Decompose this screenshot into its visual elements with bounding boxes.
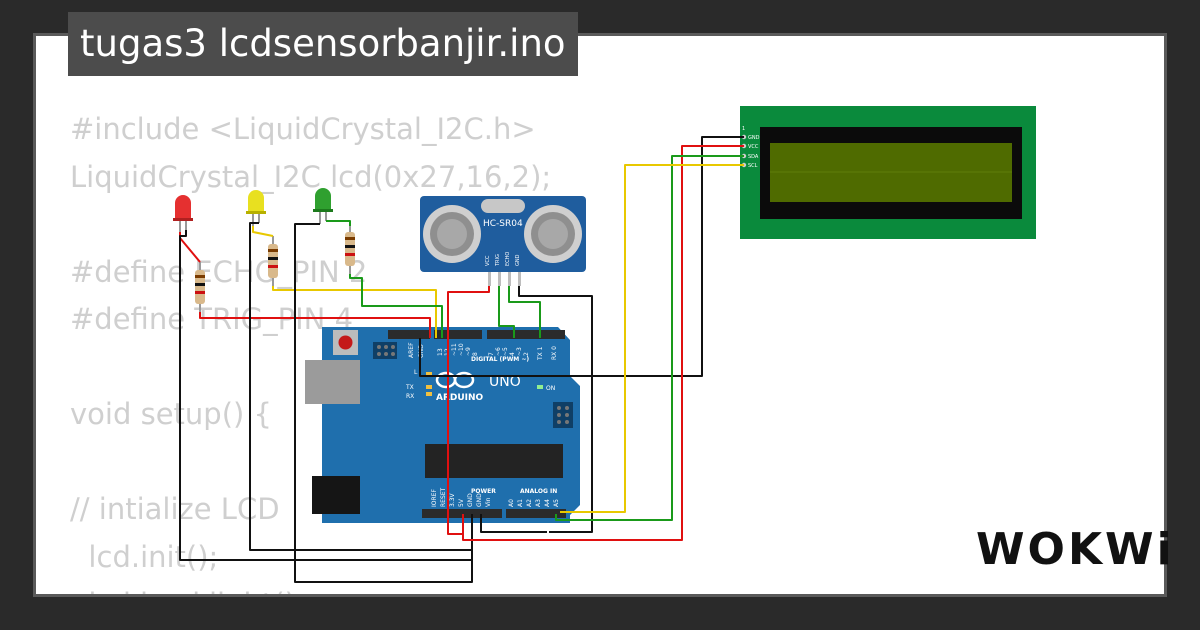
digital-header-label: DIGITAL (PWM ~)	[471, 356, 529, 363]
svg-text:1: 1	[742, 126, 745, 132]
pin-rx-label: RX 0	[551, 346, 558, 360]
pin-13-label: 13	[437, 348, 444, 356]
pin-9-label: ~9	[465, 347, 472, 356]
pin-2-label: 2	[523, 352, 530, 356]
lcd-display[interactable]: 1 GND VCC SDA SCL	[740, 106, 1036, 239]
code-line: LiquidCrystal_I2C lcd(0x27,16,2);	[70, 159, 552, 194]
pin-11-label: ~11	[451, 343, 458, 356]
aref-pin-label: AREF	[408, 342, 415, 358]
sensor-pin-echo: ECHO	[505, 252, 511, 266]
code-line: #include <LiquidCrystal_I2C.h>	[70, 112, 536, 146]
arduino-brand-label: ARDUINO	[436, 393, 484, 403]
pin-reset-label: RESET	[440, 487, 447, 507]
pin-gnd1-label: GND	[467, 493, 474, 507]
pin-5v-label: 5V	[458, 498, 465, 507]
pin-3v3-label: 3.3V	[449, 492, 456, 507]
arduino-uno-board[interactable]: UNO ARDUINO DIGITAL (PWM ~) POWER ANALOG…	[305, 327, 580, 523]
pin-a4-label: A4	[544, 499, 551, 507]
pin-a5-label: A5	[553, 499, 560, 507]
pin-7-label: 7	[488, 352, 495, 356]
pin-6-label: ~6	[495, 347, 502, 356]
tx-led-label: TX	[405, 384, 414, 391]
pin-a3-label: A3	[535, 499, 542, 507]
project-title: tugas3 lcdsensorbanjir.ino	[68, 12, 578, 76]
led-green[interactable]	[313, 188, 333, 224]
pin-gnd2-label: GND	[476, 493, 483, 507]
code-line: lcd.backlight();	[70, 581, 551, 594]
lcd-pin-scl: SCL	[748, 163, 758, 169]
resistor-green-led[interactable]	[345, 226, 355, 274]
led-yellow[interactable]	[246, 190, 266, 226]
arduino-model-label: UNO	[489, 374, 521, 390]
sensor-label: HC-SR04	[483, 219, 523, 229]
code-line: void setup() {	[70, 397, 272, 431]
resistor-yellow-led[interactable]	[268, 236, 278, 286]
sensor-pin-gnd: GND	[515, 254, 521, 266]
on-led-label: ON	[546, 385, 555, 392]
sensor-pin-trig: TRIG	[495, 254, 501, 267]
pin-ioref-label: IOREF	[431, 489, 438, 507]
pin-vin-label: Vin	[485, 497, 492, 507]
pin-8-label: 8	[472, 352, 479, 356]
rx-led-label: RX	[406, 393, 414, 400]
lcd-pin-vcc: VCC	[748, 144, 759, 150]
resistor-red-led[interactable]	[195, 262, 205, 312]
led-red[interactable]	[173, 195, 193, 232]
power-header-label: POWER	[471, 488, 496, 495]
pin-a1-label: A1	[517, 499, 524, 507]
lcd-pin-gnd: GND	[748, 135, 760, 141]
sensor-pin-vcc: VCC	[485, 255, 491, 266]
l-led-label: L	[414, 369, 418, 376]
pin-tx-label: TX 1	[537, 346, 544, 361]
lcd-pin-sda: SDA	[748, 154, 759, 160]
wokwi-logo: WOKWi	[976, 524, 1175, 575]
pin-a0-label: A0	[508, 499, 515, 507]
analog-header-label: ANALOG IN	[520, 488, 557, 495]
pin-a2-label: A2	[526, 499, 533, 507]
wires	[179, 136, 744, 583]
pin-3-label: ~3	[516, 347, 523, 356]
arduino-infinity-logo	[435, 371, 475, 389]
ultrasonic-sensor[interactable]: HC-SR04 VCC TRIG ECHO GND	[420, 196, 586, 286]
pin-10-label: ~10	[458, 343, 465, 356]
gnd-pin-label: GND	[418, 344, 425, 358]
code-line: lcd.init();	[70, 539, 219, 574]
pin-5-label: ~5	[502, 347, 509, 356]
pin-4-label: 4	[509, 352, 516, 356]
